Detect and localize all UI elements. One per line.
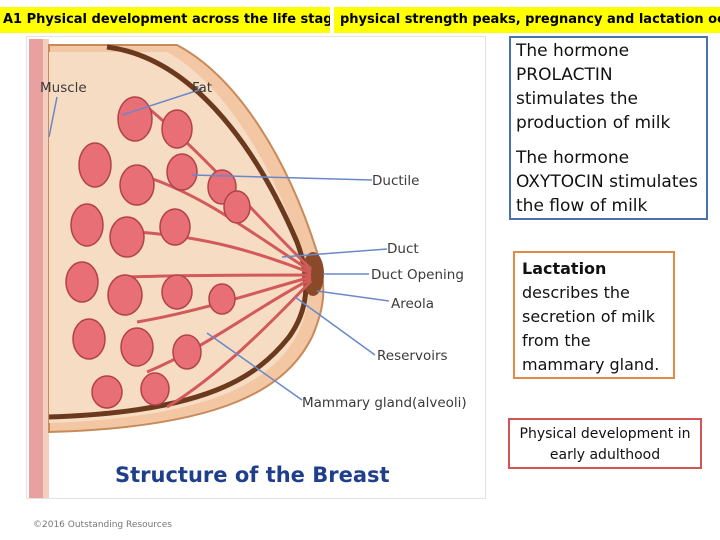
label-ductile: Ductile bbox=[372, 173, 419, 189]
label-mammary-gland: Mammary gland(alveoli) bbox=[302, 395, 467, 411]
breast-illustration: Muscle Fat Ductile Duct Duct Opening Are… bbox=[29, 39, 467, 498]
label-duct-opening: Duct Opening bbox=[371, 267, 464, 283]
development-stage-box: Physical development in early adulthood bbox=[508, 418, 702, 469]
muscle-layer bbox=[29, 39, 43, 498]
lactation-definition-box: Lactation describes the secretion of mil… bbox=[513, 251, 675, 379]
hormone-info-box: The hormone PROLACTIN stimulates the pro… bbox=[509, 36, 708, 220]
prolactin-text: The hormone PROLACTIN stimulates the pro… bbox=[516, 41, 671, 133]
slide-title-right: physical strength peaks, pregnancy and l… bbox=[334, 7, 720, 33]
copyright-notice: ©2016 Outstanding Resources bbox=[33, 520, 172, 530]
label-duct: Duct bbox=[387, 241, 419, 257]
diagram-title: Structure of the Breast bbox=[115, 463, 390, 487]
lactation-term: Lactation bbox=[522, 259, 607, 278]
label-reservoirs: Reservoirs bbox=[377, 348, 448, 364]
label-muscle: Muscle bbox=[40, 80, 87, 96]
slide-title-left: A1 Physical development across the life … bbox=[0, 7, 330, 33]
oxytocin-text: The hormone OXYTOCIN stimulates the flow… bbox=[516, 148, 698, 216]
label-fat: Fat bbox=[192, 80, 212, 96]
lactation-definition: describes the secretion of milk from the… bbox=[522, 283, 660, 374]
label-leader-lines bbox=[48, 88, 390, 401]
breast-structure-diagram: Muscle Fat Ductile Duct Duct Opening Are… bbox=[26, 36, 486, 499]
label-areola: Areola bbox=[391, 296, 434, 312]
